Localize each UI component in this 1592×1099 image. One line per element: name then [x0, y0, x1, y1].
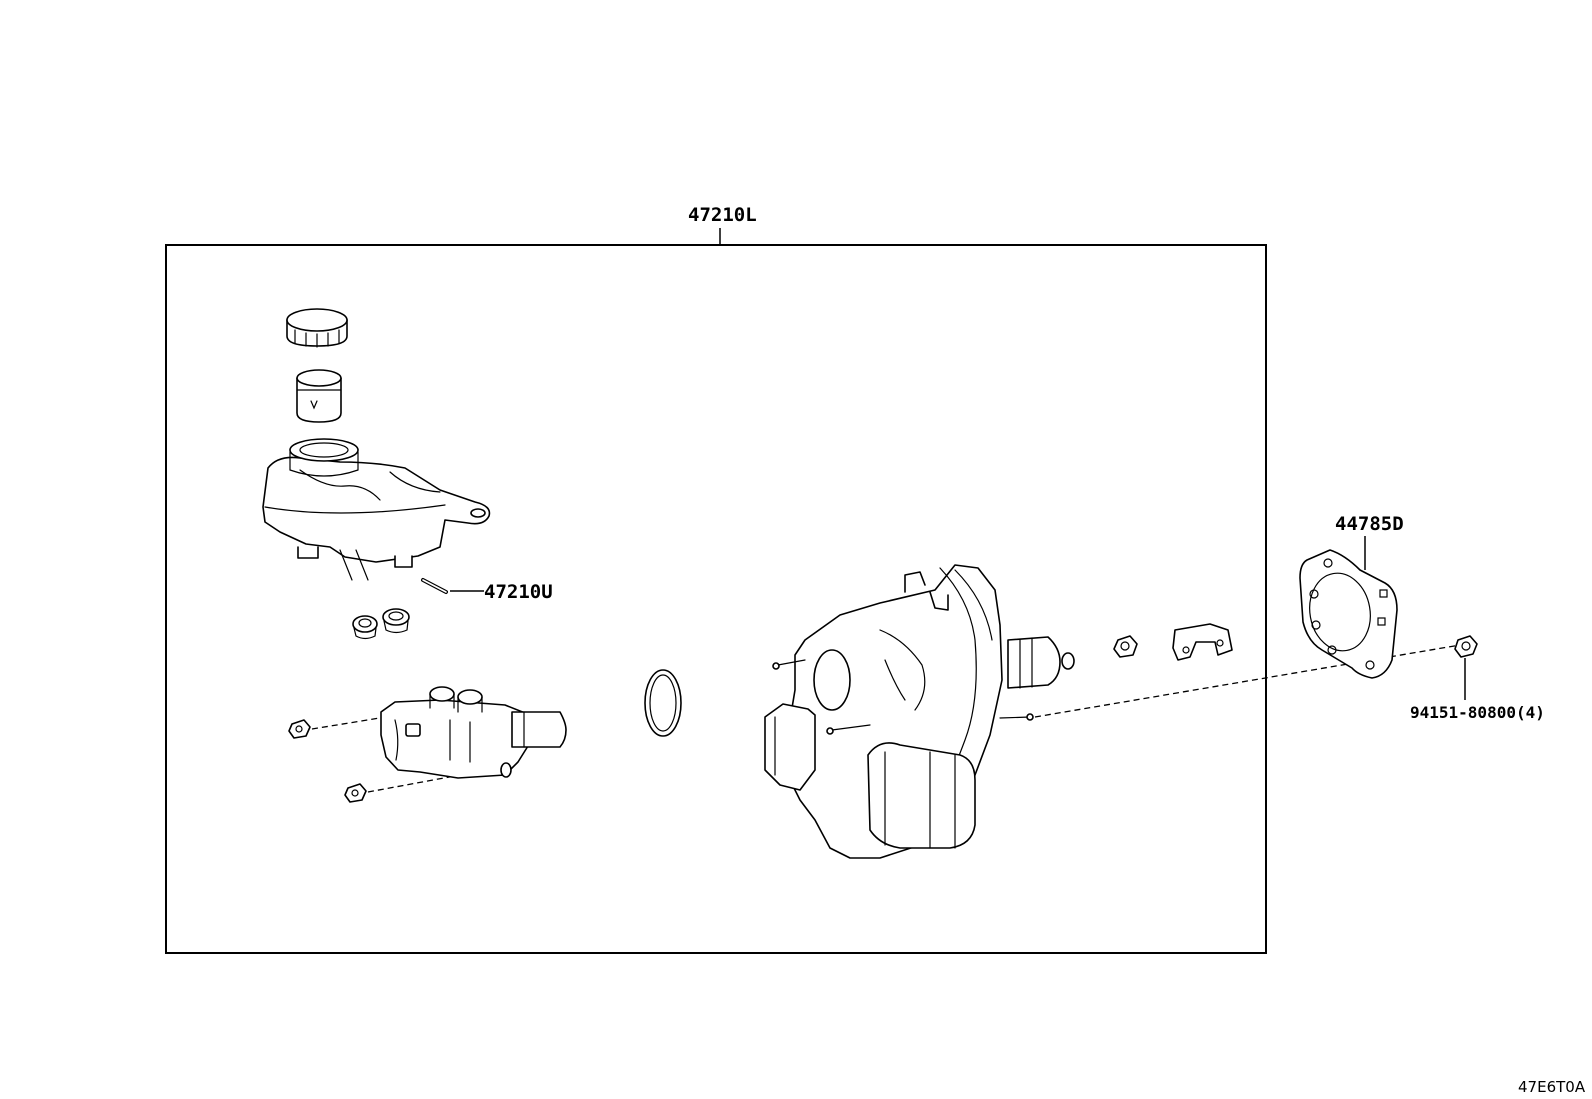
nut-upper-left[interactable] [288, 719, 311, 739]
gasket-44785D[interactable] [1299, 549, 1398, 679]
label-47210L[interactable]: 47210L [688, 204, 757, 226]
label-94151-80800[interactable]: 94151-80800(4) [1410, 703, 1545, 722]
label-44785D[interactable]: 44785D [1335, 513, 1404, 535]
clevis[interactable] [1172, 623, 1233, 661]
pin-47210U[interactable] [421, 578, 448, 594]
grommet-left[interactable] [352, 615, 378, 640]
grommet-right[interactable] [382, 608, 410, 634]
brake-booster[interactable] [764, 564, 1075, 859]
clevis-lock-nut[interactable] [1113, 635, 1138, 658]
dashed-line-upper-nut [311, 715, 393, 730]
diagram-code: 47E6T0A [1518, 1078, 1586, 1096]
dashed-line-booster-to-gasket [1034, 644, 1461, 718]
master-cylinder[interactable] [380, 686, 567, 779]
assembly-frame [165, 244, 1267, 954]
nut-94151-80800[interactable] [1454, 635, 1478, 658]
label-47210U[interactable]: 47210U [484, 581, 553, 603]
reservoir-cap[interactable] [286, 308, 348, 348]
o-ring[interactable] [644, 669, 682, 737]
reservoir-tank[interactable] [262, 438, 491, 581]
nut-lower-left[interactable] [344, 783, 367, 803]
reservoir-strainer[interactable] [296, 369, 342, 423]
